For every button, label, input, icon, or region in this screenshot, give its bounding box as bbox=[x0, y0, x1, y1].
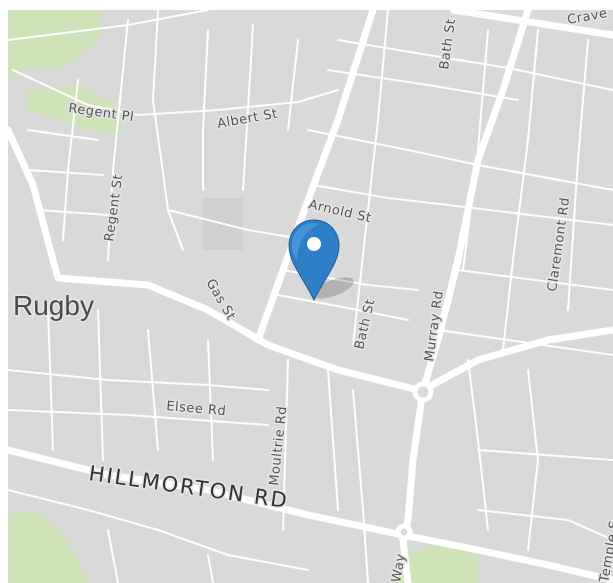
road-south bbox=[399, 386, 427, 583]
roundabout-murray bbox=[412, 381, 434, 403]
label-town-rugby: Rugby bbox=[13, 290, 94, 321]
label-way: Way bbox=[389, 552, 409, 583]
road-east bbox=[419, 326, 613, 394]
main-roads-layer bbox=[8, 10, 613, 583]
map-canvas[interactable]: Regent Pl Albert St Regent St Arnold St … bbox=[8, 10, 613, 583]
roundabout-south bbox=[395, 523, 413, 541]
minor-roads-layer bbox=[8, 10, 613, 583]
road-hillmorton bbox=[8, 446, 613, 583]
label-elsee-rd: Elsee Rd bbox=[166, 399, 227, 419]
map-pin-icon[interactable] bbox=[288, 219, 356, 303]
map-view[interactable]: Regent Pl Albert St Regent St Arnold St … bbox=[8, 10, 613, 583]
map-pin-highlight bbox=[292, 223, 320, 261]
map-pin-dot bbox=[307, 237, 321, 251]
roundabouts-layer bbox=[395, 381, 434, 541]
park-south bbox=[398, 540, 478, 583]
park-south-west bbox=[8, 510, 88, 583]
road-north-east bbox=[449, 10, 613, 39]
map-pin-shadow bbox=[312, 277, 354, 299]
road-bath-st-main bbox=[254, 10, 377, 344]
park-north-west bbox=[8, 10, 103, 80]
road-murray-rd bbox=[419, 10, 532, 394]
road-west-rugby bbox=[8, 126, 422, 394]
